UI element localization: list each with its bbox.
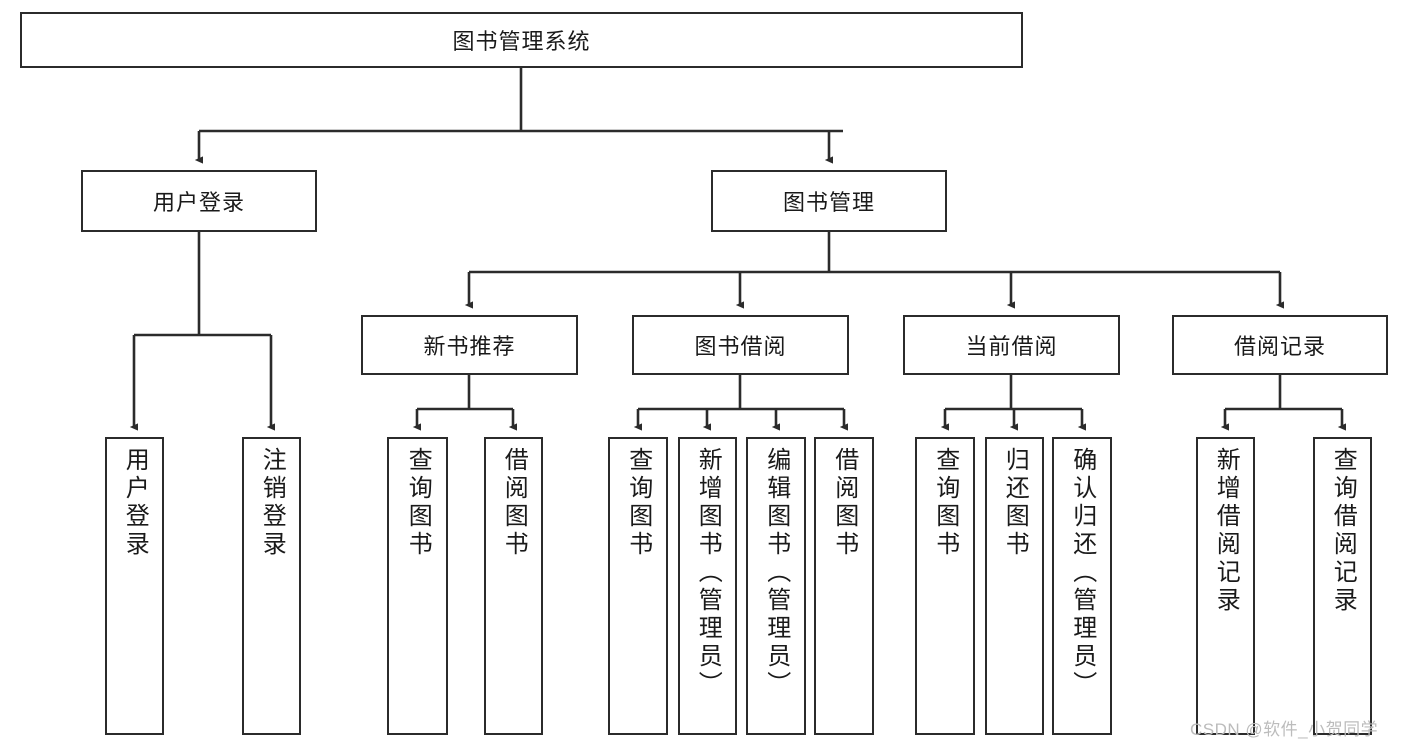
node-label: 借阅图书 (830, 447, 858, 559)
node-label: 查询借阅记录 (1329, 447, 1357, 615)
node-label: 当前借阅 (965, 334, 1058, 359)
node-label: 归还图书 (1001, 447, 1029, 559)
node-label: 图书借阅 (694, 334, 787, 359)
node-label: 新增借阅记录 (1212, 447, 1240, 615)
node-label: 查询图书 (624, 447, 652, 559)
node-leaf-query-book-new[interactable]: 查询图书 (387, 437, 448, 735)
node-label: 注销登录 (258, 447, 286, 559)
node-label: 图书管理 (782, 190, 875, 215)
node-label: 编辑图书（管理员） (762, 447, 790, 699)
node-leaf-confirm-return-admin[interactable]: 确认归还（管理员） (1052, 437, 1112, 735)
node-user-login[interactable]: 用户登录 (81, 170, 317, 232)
node-label: 借阅图书 (500, 447, 528, 559)
node-label: 查询图书 (931, 447, 959, 559)
node-leaf-logout[interactable]: 注销登录 (242, 437, 301, 735)
node-book-borrow[interactable]: 图书借阅 (632, 315, 849, 375)
node-label: 用户登录 (121, 447, 149, 559)
node-label: 查询图书 (404, 447, 432, 559)
node-book-management[interactable]: 图书管理 (711, 170, 947, 232)
node-borrow-records[interactable]: 借阅记录 (1172, 315, 1388, 375)
node-leaf-borrow-book-new[interactable]: 借阅图书 (484, 437, 543, 735)
node-leaf-query-book-current[interactable]: 查询图书 (915, 437, 975, 735)
node-leaf-query-book[interactable]: 查询图书 (608, 437, 668, 735)
node-label: 图书管理系统 (452, 29, 591, 54)
node-leaf-query-borrow-record[interactable]: 查询借阅记录 (1313, 437, 1372, 735)
node-new-book-recommend[interactable]: 新书推荐 (361, 315, 578, 375)
node-label: 新增图书（管理员） (694, 447, 722, 699)
node-label: 借阅记录 (1233, 334, 1326, 359)
node-leaf-borrow-book[interactable]: 借阅图书 (814, 437, 874, 735)
csdn-watermark: CSDN @软件_小贺同学 (1190, 720, 1379, 739)
node-leaf-return-book[interactable]: 归还图书 (985, 437, 1044, 735)
node-leaf-add-book-admin[interactable]: 新增图书（管理员） (678, 437, 737, 735)
node-current-borrow[interactable]: 当前借阅 (903, 315, 1120, 375)
node-leaf-edit-book-admin[interactable]: 编辑图书（管理员） (746, 437, 806, 735)
node-leaf-add-borrow-record[interactable]: 新增借阅记录 (1196, 437, 1255, 735)
node-leaf-user-login[interactable]: 用户登录 (105, 437, 164, 735)
node-label: 用户登录 (152, 190, 245, 215)
node-root-system[interactable]: 图书管理系统 (20, 12, 1023, 68)
node-label: 新书推荐 (423, 334, 516, 359)
node-label: 确认归还（管理员） (1068, 447, 1096, 699)
